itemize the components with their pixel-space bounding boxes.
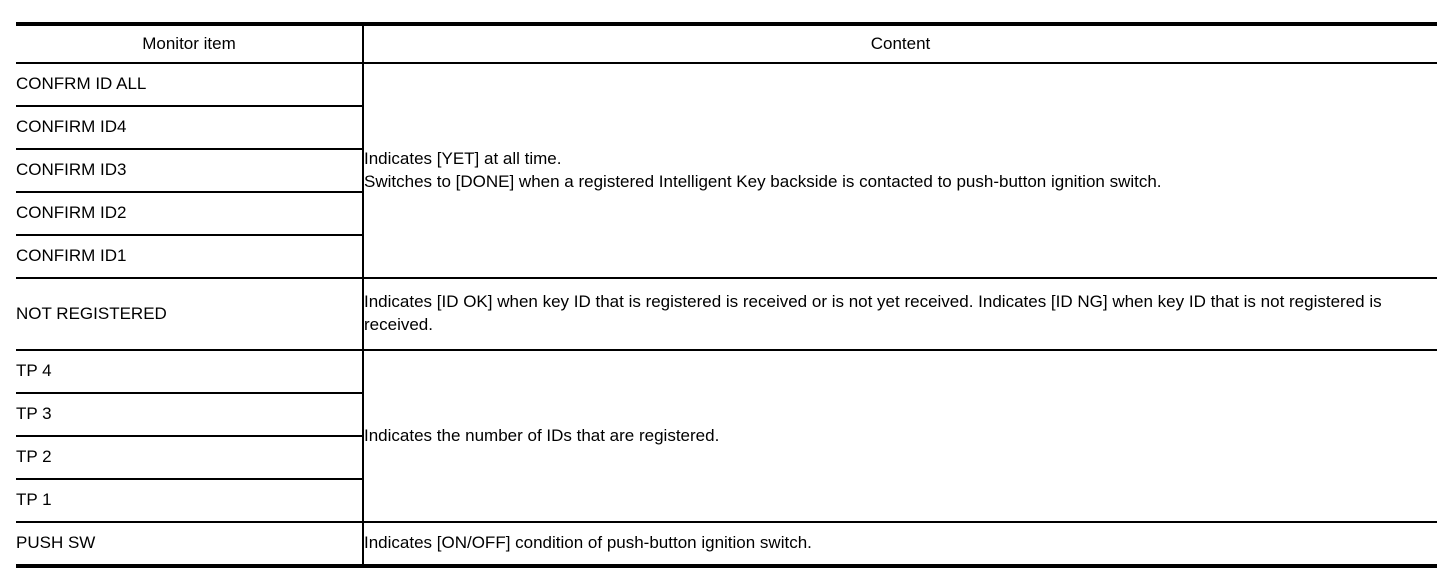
content-text-line: Indicates the number of IDs that are reg… [364, 425, 720, 445]
diagnostic-monitor-table: Monitor item Content CONFRM ID ALL Indic… [16, 22, 1437, 568]
monitor-table-container: Monitor item Content CONFRM ID ALL Indic… [16, 22, 1437, 568]
table-row: CONFIRM ID4 [16, 105, 1437, 150]
monitor-item-cell: CONFIRM ID2 [16, 191, 364, 236]
monitor-item-cell: TP 2 [16, 435, 364, 480]
table-row: NOT REGISTERED Indicates [ID OK] when ke… [16, 277, 1437, 351]
monitor-item-cell: CONFIRM ID3 [16, 148, 364, 193]
monitor-item-cell: CONFIRM ID1 [16, 234, 364, 279]
header-row: Monitor item Content [16, 23, 1437, 64]
table-row: TP 3 [16, 392, 1437, 437]
monitor-item-cell: NOT REGISTERED [16, 277, 364, 351]
content-cell: Indicates the number of IDs that are reg… [362, 349, 1437, 523]
content-text-line: Indicates [ON/OFF] condition of push-but… [364, 533, 812, 553]
table-row: TP 1 [16, 478, 1437, 523]
content-text-line: Switches to [DONE] when a registered Int… [364, 171, 1162, 191]
monitor-item-cell: CONFIRM ID4 [16, 105, 364, 150]
content-cell: Indicates [ID OK] when key ID that is re… [362, 277, 1437, 351]
monitor-item-cell: CONFRM ID ALL [16, 62, 364, 107]
table-row: CONFRM ID ALL Indicates [YET] at all tim… [16, 62, 1437, 279]
table-row: CONFIRM ID3 [16, 148, 1437, 193]
table-row: CONFIRM ID2 [16, 191, 1437, 236]
table-row: TP 4 Indicates the number of IDs that ar… [16, 349, 1437, 523]
column-header-monitor-item: Monitor item [16, 23, 364, 64]
content-text-line: Indicates [YET] at all time. [364, 148, 562, 168]
monitor-item-cell: TP 4 [16, 349, 364, 394]
column-header-content: Content [362, 23, 1437, 64]
content-text-line: Indicates [ID OK] when key ID that is re… [364, 292, 1382, 334]
content-cell: Indicates [YET] at all time. Switches to… [362, 62, 1437, 279]
monitor-item-cell: PUSH SW [16, 521, 364, 567]
monitor-item-cell: TP 1 [16, 478, 364, 523]
table-row: TP 2 [16, 435, 1437, 480]
monitor-item-cell: TP 3 [16, 392, 364, 437]
table-row: CONFIRM ID1 [16, 234, 1437, 279]
content-cell: Indicates [ON/OFF] condition of push-but… [362, 521, 1437, 567]
table-row: PUSH SW Indicates [ON/OFF] condition of … [16, 521, 1437, 567]
